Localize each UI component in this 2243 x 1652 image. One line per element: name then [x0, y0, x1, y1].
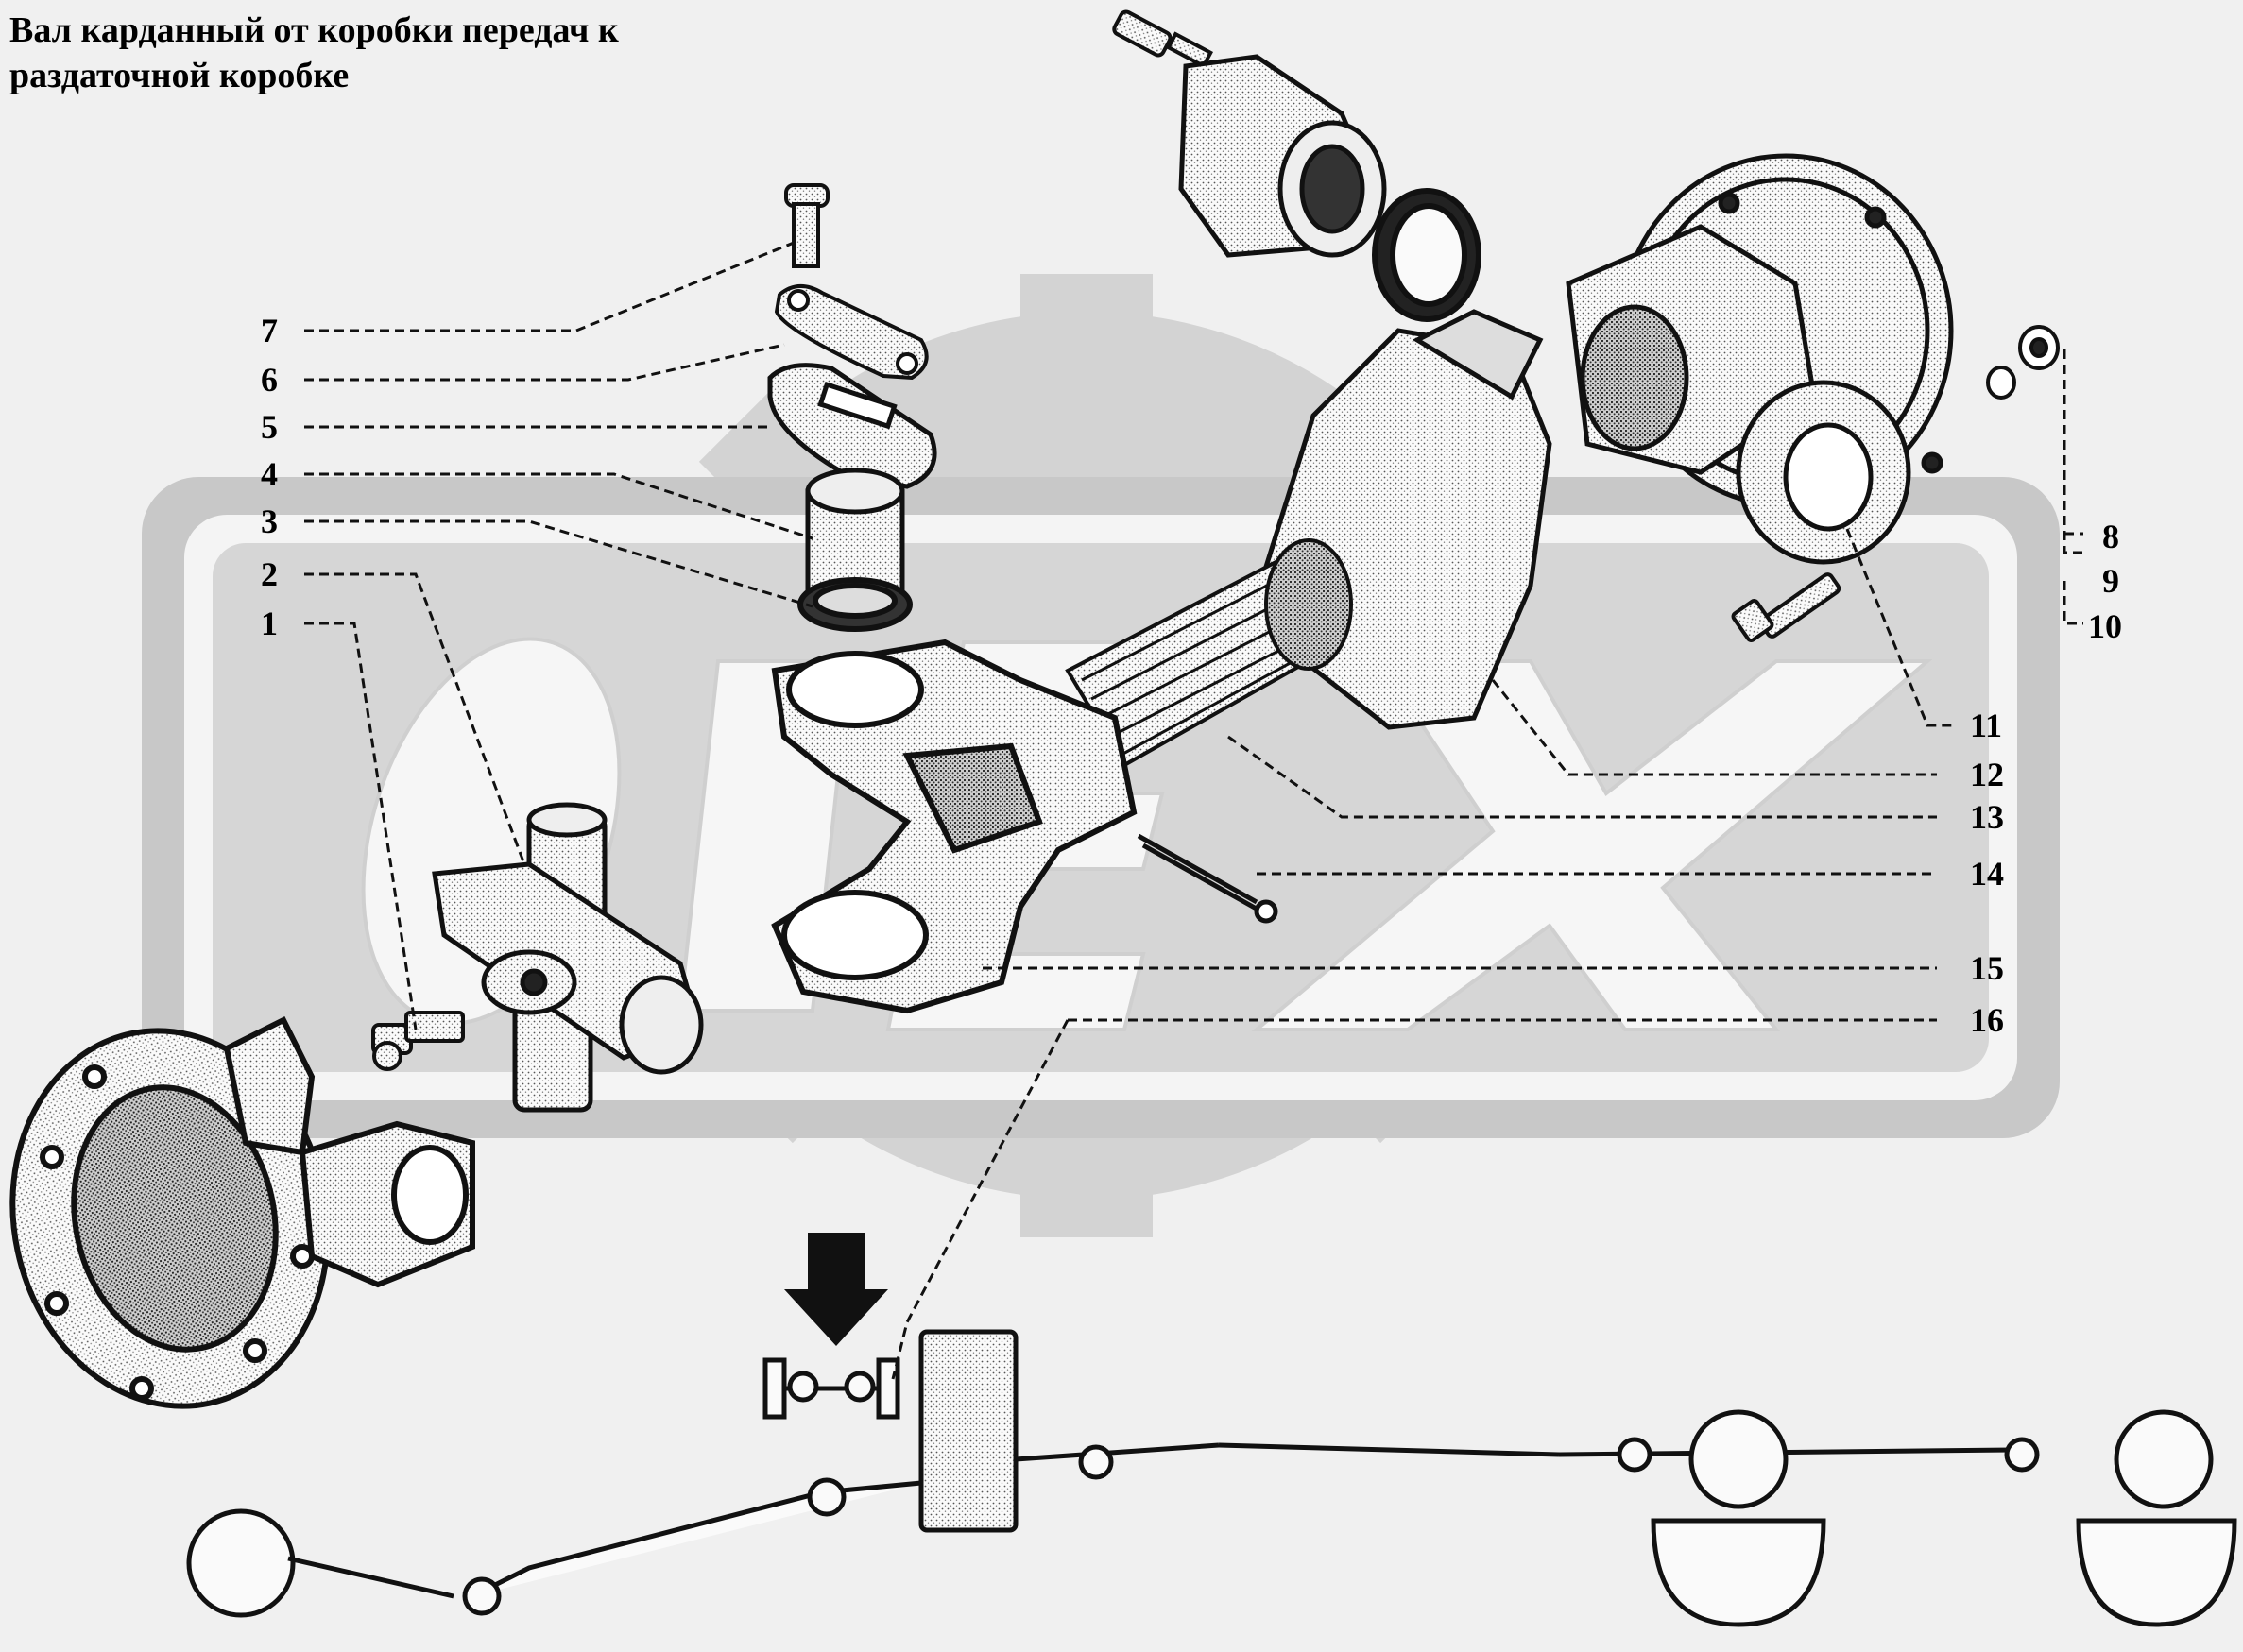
- drivetrain-scheme: [186, 1329, 2237, 1627]
- bolt-top-icon: [1112, 9, 1214, 69]
- needle-bearing-icon: [805, 468, 905, 598]
- cover-plate-icon: [767, 363, 937, 489]
- page-title: Вал карданный от коробки передач к разда…: [9, 8, 860, 98]
- callout-15: 15: [1970, 949, 2004, 987]
- grease-fitting-icon: [371, 1011, 465, 1071]
- screw-cap-icon: [784, 183, 830, 268]
- callout-3: 3: [261, 502, 278, 540]
- callout-9: 9: [2102, 562, 2119, 600]
- leader-lines: [304, 239, 2083, 1380]
- callout-5: 5: [261, 408, 278, 446]
- callout-4: 4: [261, 455, 278, 493]
- callout-13: 13: [1970, 798, 2004, 836]
- spline-shaft-icon: [1065, 538, 1353, 768]
- page-title-line-1: Вал карданный от коробки передач к: [9, 10, 619, 50]
- callout-7: 7: [261, 312, 278, 349]
- callout-6: 6: [261, 361, 278, 399]
- callout-1: 1: [261, 605, 278, 642]
- page-title-line-2: раздаточной коробке: [9, 56, 350, 95]
- callout-12: 12: [1970, 756, 2004, 793]
- flange-bracket-icon: [1178, 54, 1387, 258]
- callout-10: 10: [2088, 607, 2122, 645]
- arrow-down-icon: [784, 1233, 888, 1346]
- callout-8: 8: [2102, 518, 2119, 555]
- companion-flange-icon: [9, 1015, 475, 1409]
- lock-plate-icon: [774, 284, 929, 381]
- bearing-seal-icon: [797, 577, 913, 632]
- callout-16: 16: [1970, 1001, 2004, 1039]
- callout-2: 2: [261, 555, 278, 593]
- cross-spider-icon: [432, 802, 704, 1113]
- cotter-pin-icon: [1137, 833, 1278, 924]
- flange-hub-right-icon: [1566, 153, 1954, 565]
- callout-14: 14: [1970, 855, 2004, 893]
- seal-ring-icon: [1372, 188, 1481, 322]
- bolt-small-right-icon: [1731, 572, 1841, 642]
- callout-11: 11: [1970, 707, 2003, 744]
- front-yoke-icon: [771, 639, 1138, 1014]
- washer-nut-icon: [1986, 325, 2060, 400]
